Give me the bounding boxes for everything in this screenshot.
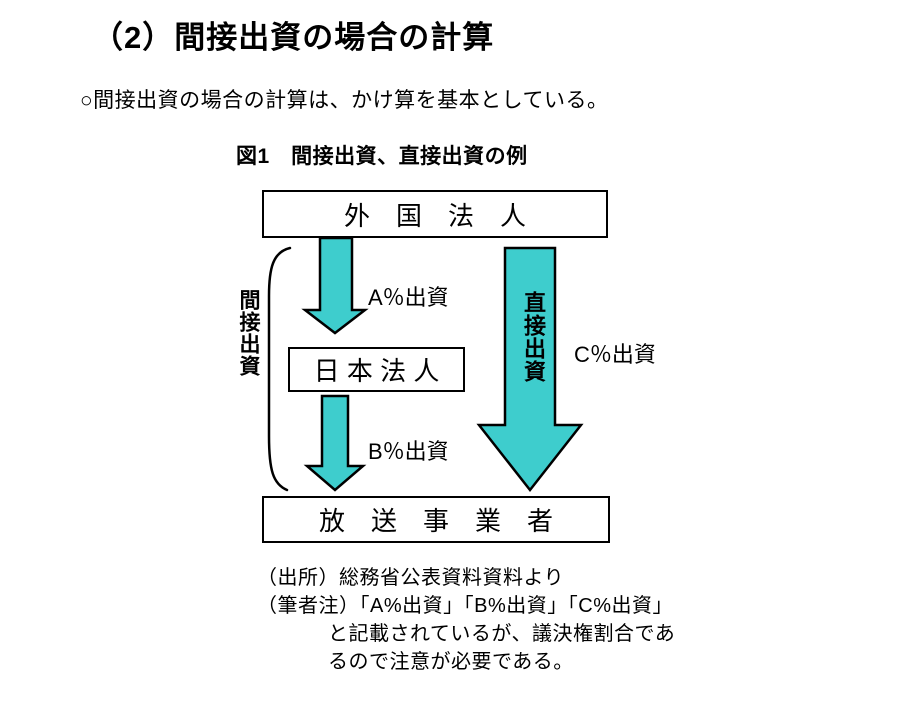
note-author-line-1: （筆者注）「A%出資」「B%出資」「C%出資」 (257, 595, 673, 617)
box-japanese-corporation-label: 日 本 法 人 (313, 356, 440, 386)
arrow-a-percent-label: A％出資 (368, 285, 449, 310)
section-title: （2）間接出資の場合の計算 (92, 20, 495, 55)
figure-notes: （出所）総務省公表資料資料より （筆者注）「A%出資」「B%出資」「C%出資」 … (257, 564, 675, 676)
down-arrow-c-icon (476, 246, 584, 493)
down-arrow-b-icon (303, 394, 367, 492)
down-arrow-c-shape (476, 246, 584, 493)
note-author-line-3: るので注意が必要である。 (328, 651, 574, 673)
down-arrow-a-icon (301, 236, 369, 335)
indirect-investment-label: 間接出資 (237, 289, 260, 377)
arrow-b-percent-label: B％出資 (368, 439, 449, 464)
note-source-line: （出所）総務省公表資料資料より (257, 567, 565, 589)
down-arrow-a-shape (301, 236, 369, 335)
left-bracket-shape (267, 246, 292, 492)
box-japanese-corporation: 日 本 法 人 (288, 347, 465, 392)
arrow-c-percent-label: C％出資 (574, 342, 656, 367)
down-arrow-b-shape (303, 394, 367, 492)
box-foreign-corporation: 外 国 法 人 (262, 190, 608, 238)
note-author-line-2: と記載されているが、議決権割合であ (328, 623, 676, 645)
left-bracket-icon (267, 246, 292, 492)
figure-caption: 図1 間接出資、直接出資の例 (236, 145, 528, 168)
intro-text: ○間接出資の場合の計算は、かけ算を基本としている。 (80, 89, 609, 112)
box-broadcaster-label: 放 送 事 業 者 (318, 506, 553, 536)
box-broadcaster: 放 送 事 業 者 (262, 496, 610, 543)
box-foreign-corporation-label: 外 国 法 人 (343, 200, 526, 231)
direct-investment-label: 直接出資 (521, 291, 546, 383)
